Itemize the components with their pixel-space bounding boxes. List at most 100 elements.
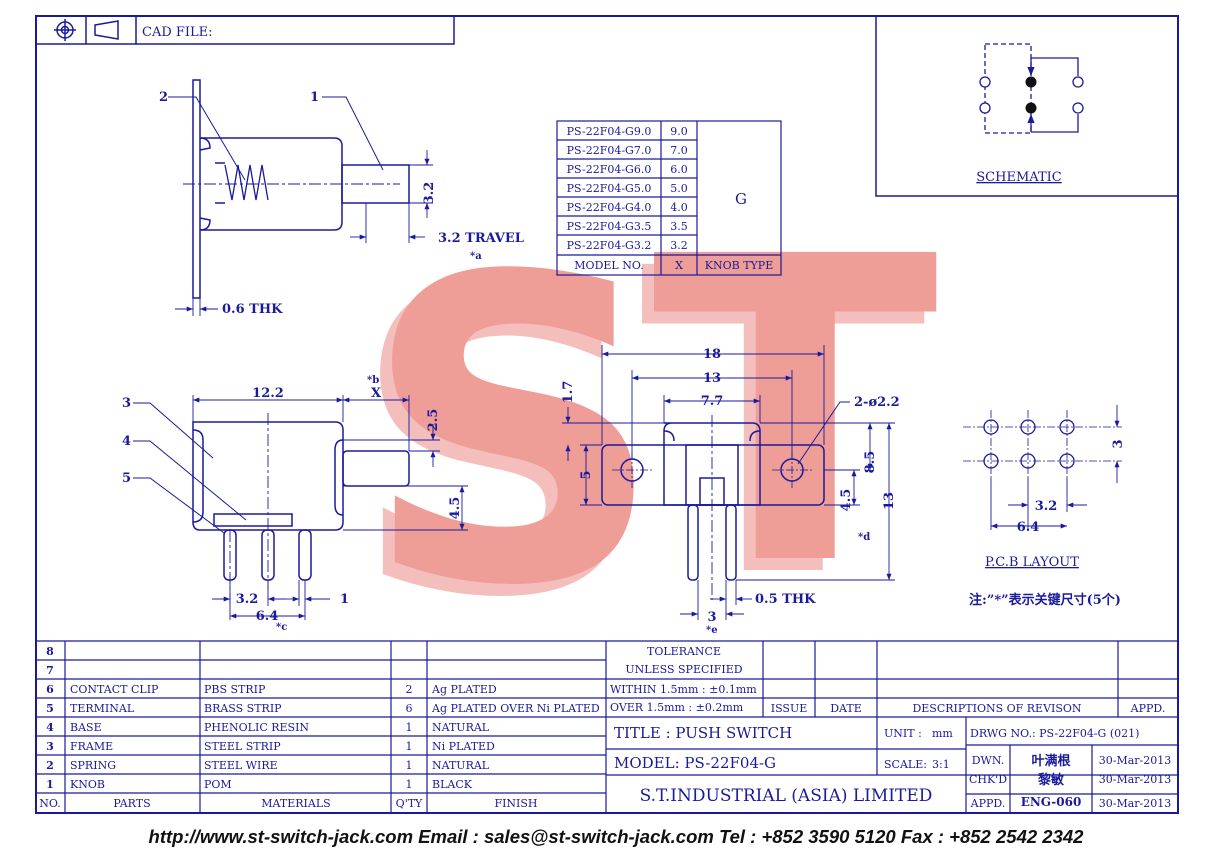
appd-name: ENG-060 [1021,795,1082,809]
dim-4-5-end: 4.5 [839,489,854,512]
model-cell: PS-22F04-G4.0 [567,201,652,214]
chk-name: 黎敏 [1038,772,1065,788]
model-cell: PS-22F04-G9.0 [567,125,652,138]
bom-header-no: NO. [39,797,61,810]
bom-finish: NATURAL [432,759,490,772]
rev-desc: DESCRIPTIONS OF REVISON [912,702,1081,715]
dim-8-5: 8.5 [863,451,878,474]
bom-qty: 1 [406,778,413,791]
pcb-note: 注:”*”表示关键尺寸(5个) [969,592,1121,608]
bom-material: PHENOLIC RESIN [204,721,309,734]
appd-date: 30-Mar-2013 [1099,797,1172,810]
knob-type-value: G [735,190,747,208]
title-block: TITLE : PUSH SWITCH MODEL: PS-22F04-G S.… [614,724,1171,810]
dim-13-vertical: 13 [882,492,897,510]
callout-5: 5 [122,471,131,486]
bom-finish: Ni PLATED [432,740,495,753]
dim-18: 18 [703,347,721,362]
thk-label: 0.6 THK [222,302,283,317]
bom-part: KNOB [70,778,105,791]
model-cell: PS-22F04-G6.0 [567,163,652,176]
dwn-date: 30-Mar-2013 [1099,754,1172,767]
header-model: MODEL NO. [574,259,643,272]
appd-label: APPD. [970,797,1006,810]
svg-text:T: T [652,169,941,658]
unit-value: mm [932,727,953,740]
svg-text:S: S [350,201,653,690]
chk-label: CHK'D [969,773,1007,786]
header-knob-type: KNOB TYPE [705,259,773,272]
bom-part: SPRING [70,759,116,772]
bom-no: 3 [46,740,54,753]
star-b: *b [367,375,379,386]
svg-text:T: T [640,181,929,670]
bom-header-finish: FINISH [494,797,537,810]
model-cell: PS-22F04-G3.5 [567,220,652,233]
bom-header-parts: PARTS [113,797,150,810]
bom-qty: 1 [406,721,413,734]
star-a: *a [470,251,482,262]
bom-table-lines [36,640,1178,813]
model-cell: PS-22F04-G3.2 [567,239,652,252]
dim-13: 13 [703,371,721,386]
bom-no: 2 [46,759,54,772]
star-d: *d [858,532,870,543]
callout-4: 4 [122,434,131,449]
x-cell: 7.0 [670,144,688,157]
dim-7-7: 7.7 [701,394,724,409]
callout-2: 2 [159,90,168,105]
bom-table: 8 7 6 CONTACT CLIP PBS STRIP 2 Ag PLATED… [39,645,600,810]
model-table [556,120,782,276]
sheet-border [35,15,1179,814]
svg-text:S: S [362,189,665,678]
dim-x: X [371,386,382,401]
tolerance-sub: UNLESS SPECIFIED [625,663,742,676]
rev-date: DATE [830,702,862,715]
unit-label: UNIT : [884,727,922,740]
header-box: CAD FILE: [35,15,455,45]
company-name: S.T.INDUSTRIAL (ASIA) LIMITED [640,786,933,806]
bom-finish: BLACK [432,778,473,791]
bom-header-qty: Q'TY [396,797,423,810]
tolerance-block: TOLERANCE UNLESS SPECIFIED WITHIN 1.5mm … [610,645,1165,715]
header-x: X [675,259,683,272]
dim-3-end: 3 [707,610,716,625]
end-view [562,345,895,620]
tolerance-over: OVER 1.5mm : ±0.2mm [610,701,744,714]
x-cell: 4.0 [670,201,688,214]
hole-dim: 2-ø2.2 [854,395,900,410]
callout-1: 1 [310,90,319,105]
tolerance-title: TOLERANCE [647,645,721,658]
bom-material: PBS STRIP [204,683,266,696]
bom-header-materials: MATERIALS [261,797,330,810]
drawing-model: MODEL: PS-22F04-G [614,754,776,772]
bom-finish: Ag PLATED OVER Ni PLATED [431,702,600,715]
dim-3-2-pins: 3.2 [236,592,259,607]
contact-footer: http://www.st-switch-jack.com Email : sa… [148,826,1084,847]
st-watermark: S S T T [350,169,941,690]
model-cell: PS-22F04-G7.0 [567,144,652,157]
scale-label: SCALE: [884,758,927,771]
tolerance-within: WITHIN 1.5mm : ±0.1mm [610,683,757,696]
scale-value: 3:1 [932,758,950,771]
bom-material: BRASS STRIP [204,702,282,715]
schematic-label: SCHEMATIC [976,170,1061,185]
star-e: *e [706,625,718,636]
bom-finish: Ag PLATED [431,683,497,696]
cad-file-label: CAD FILE: [142,25,213,40]
rev-issue: ISSUE [771,702,808,715]
pcb-layout-label: P.C.B LAYOUT [985,555,1079,570]
dim-5: 5 [579,470,594,479]
bom-qty: 1 [406,759,413,772]
dim-2-5: 2.5 [426,409,441,432]
bom-no: 5 [46,702,54,715]
x-cell: 5.0 [670,182,688,195]
bom-qty: 1 [406,740,413,753]
x-cell: 6.0 [670,163,688,176]
x-cell: 3.2 [670,239,688,252]
x-cell: 3.5 [670,220,688,233]
dwn-label: DWN. [972,754,1005,767]
model-table-text: PS-22F04-G9.0 9.0 PS-22F04-G7.0 7.0 PS-2… [567,125,774,272]
schematic: SCHEMATIC [875,15,1179,197]
